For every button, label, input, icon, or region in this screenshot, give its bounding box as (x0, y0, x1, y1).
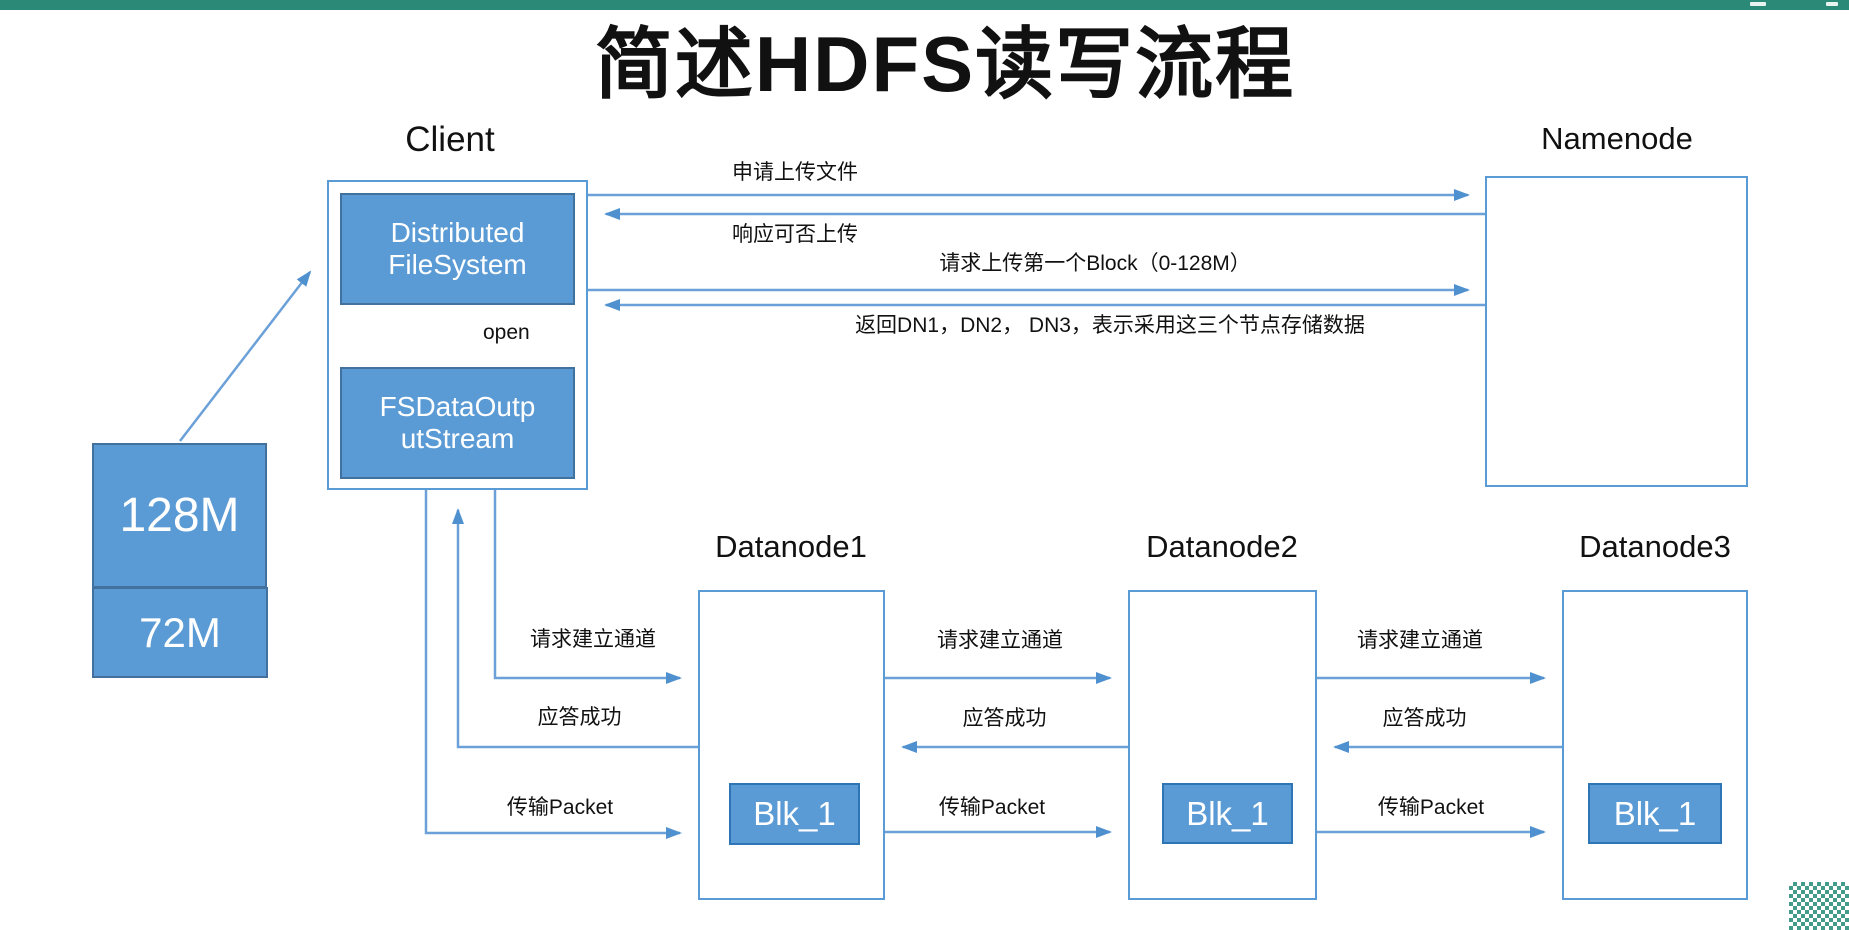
file-block-72m-label: 72M (139, 608, 221, 656)
msg-setup-channel-1: 请求建立通道 (530, 628, 656, 651)
file-block-128m-label: 128M (119, 489, 240, 542)
blk1-label: Blk_1 (1186, 794, 1269, 832)
msg-setup-channel-3: 请求建立通道 (1357, 629, 1483, 652)
fsdataoutputstream-box: FSDataOutp utStream (340, 367, 575, 479)
msg-return-datanodes: 返回DN1，DN2， DN3，表示采用这三个节点存储数据 (855, 314, 1365, 337)
arrow-file-to-client (179, 270, 312, 442)
datanode1-box (698, 590, 885, 900)
msg-transfer-packet-3: 传输Packet (1377, 796, 1485, 819)
distributed-filesystem-box: Distributed FileSystem (340, 193, 575, 305)
blk1-label: Blk_1 (753, 795, 836, 832)
msg-response-upload: 响应可否上传 (732, 223, 858, 246)
arrow-packet-dn1 (424, 490, 682, 839)
datanode3-title: Datanode3 (1579, 529, 1731, 564)
msg-setup-channel-2: 请求建立通道 (937, 629, 1063, 652)
datanode3-blk1-box: Blk_1 (1588, 783, 1722, 844)
top-bar-speck (1826, 2, 1838, 6)
dfs-line1: Distributed (390, 217, 525, 248)
dfs-line2: FileSystem (388, 249, 527, 280)
file-block-72m: 72M (92, 587, 268, 678)
stream-line1: FSDataOutp (379, 391, 536, 422)
stream-line2: utStream (400, 423, 515, 454)
namenode-title: Namenode (1541, 121, 1693, 156)
msg-request-first-block: 请求上传第一个Block（0-128M） (939, 252, 1251, 275)
open-label: open (483, 321, 530, 344)
datanode2-blk1-box: Blk_1 (1162, 783, 1293, 844)
msg-transfer-packet-1: 传输Packet (506, 796, 614, 819)
file-block-128m: 128M (92, 443, 267, 588)
blk1-label: Blk_1 (1613, 794, 1697, 832)
datanode3-box (1562, 590, 1748, 900)
msg-ack-success-2: 应答成功 (962, 707, 1047, 730)
datanode1-blk1-box: Blk_1 (729, 783, 860, 845)
corner-green-pattern (1789, 882, 1849, 930)
msg-ack-success-1: 应答成功 (537, 706, 622, 729)
namenode-box (1485, 176, 1748, 487)
top-green-bar (0, 0, 1849, 10)
page-title: 简述HDFS读写流程 (594, 20, 1296, 108)
top-bar-speck (1750, 2, 1766, 6)
msg-ack-success-3: 应答成功 (1382, 707, 1467, 730)
datanode2-title: Datanode2 (1146, 529, 1298, 564)
datanode1-title: Datanode1 (715, 529, 867, 564)
client-title: Client (405, 120, 495, 159)
msg-transfer-packet-2: 传输Packet (938, 796, 1046, 819)
msg-request-upload: 申请上传文件 (732, 161, 858, 184)
datanode2-box (1128, 590, 1317, 900)
